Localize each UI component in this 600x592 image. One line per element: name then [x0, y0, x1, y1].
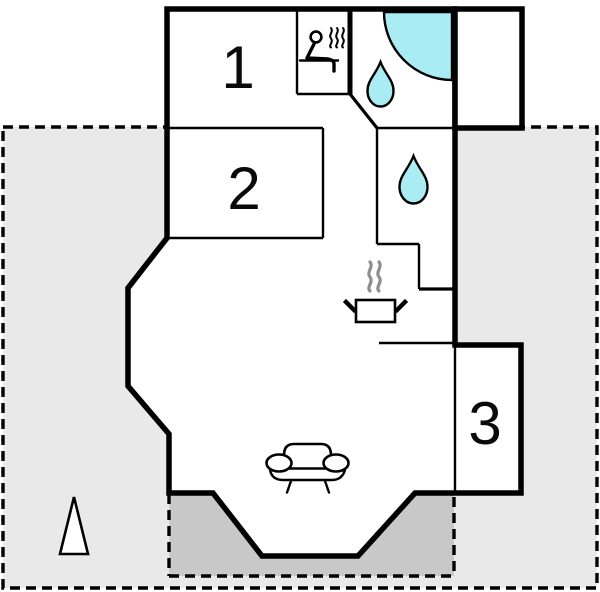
north-arrow-icon: [58, 496, 90, 556]
annex-room: [452, 6, 525, 131]
room-2-label: 2: [227, 155, 260, 222]
water-drop-icon: [398, 152, 429, 205]
corner-bath-icon: [382, 10, 454, 82]
interior-walls-mid: [348, 93, 453, 291]
sauna-person-steam-icon: [298, 27, 345, 73]
room-3-label: 3: [468, 390, 501, 457]
house-outline: [125, 6, 524, 559]
interior-walls: [167, 9, 457, 491]
water-drop-icon: [366, 58, 395, 108]
sofa-icon: [265, 442, 350, 494]
room-1-label: 1: [221, 34, 254, 101]
cooking-pot-steam-icon: [342, 260, 409, 324]
terrace-boundary: [167, 494, 456, 578]
